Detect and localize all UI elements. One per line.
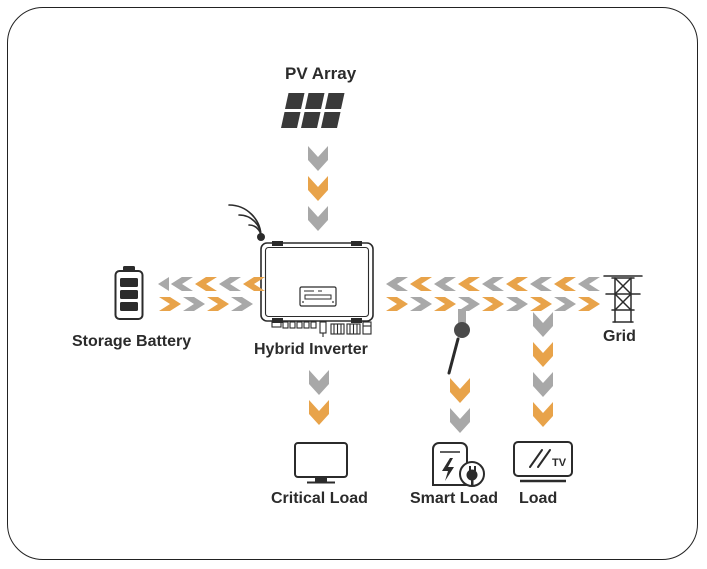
grid-node[interactable] xyxy=(600,268,646,324)
wifi-signal-node xyxy=(227,197,271,243)
wifi-signal-icon xyxy=(228,204,265,241)
chevron-bus-left-icon xyxy=(158,277,265,311)
tv-icon: TV xyxy=(513,441,573,483)
inverter-icon xyxy=(260,241,374,337)
smart-load-label: Smart Load xyxy=(410,490,499,507)
monitor-icon xyxy=(294,442,348,484)
chevron-bus-right-icon xyxy=(386,277,600,311)
smart-load-branch xyxy=(447,309,479,439)
battery-icon xyxy=(114,266,144,320)
transmission-tower-icon xyxy=(603,275,643,323)
critical-load-label: Critical Load xyxy=(271,490,368,507)
flow-pv-to-inverter xyxy=(306,146,330,242)
flow-bus-to-load xyxy=(531,312,555,438)
plug-icon xyxy=(466,469,478,481)
load-node[interactable]: TV xyxy=(512,441,574,485)
flow-battery-bus xyxy=(158,276,265,314)
hybrid-inverter-node[interactable] xyxy=(258,240,382,338)
flow-inverter-to-critical-load xyxy=(307,370,331,436)
load-label: Load xyxy=(519,490,558,507)
chevron-down-arrows-icon xyxy=(308,146,328,231)
critical-load-node[interactable] xyxy=(293,442,349,484)
storage-battery-node[interactable] xyxy=(113,266,145,322)
diagram-frame-border xyxy=(7,7,698,560)
lightning-bolt-icon xyxy=(442,458,454,481)
switch-node-dot-icon xyxy=(454,322,470,338)
pv-array-node[interactable] xyxy=(281,92,355,132)
pv-array-label: PV Array xyxy=(285,64,357,83)
chevron-down-arrows-icon xyxy=(533,312,553,427)
chevron-down-arrows-icon xyxy=(450,378,470,433)
grid-label: Grid xyxy=(603,328,636,345)
flow-grid-bus xyxy=(385,276,601,314)
chevron-down-arrows-icon xyxy=(309,370,329,425)
flow-bus-to-smart-load xyxy=(448,378,472,444)
smart-appliance-plug-icon xyxy=(432,442,485,487)
smart-load-node[interactable] xyxy=(429,441,489,487)
storage-battery-label: Storage Battery xyxy=(72,333,192,350)
wifi-dot-icon xyxy=(257,233,265,241)
tv-badge-text: TV xyxy=(552,457,567,469)
solar-panel-icon xyxy=(281,93,345,128)
hybrid-inverter-label: Hybrid Inverter xyxy=(254,341,368,358)
open-switch-icon xyxy=(447,309,470,375)
